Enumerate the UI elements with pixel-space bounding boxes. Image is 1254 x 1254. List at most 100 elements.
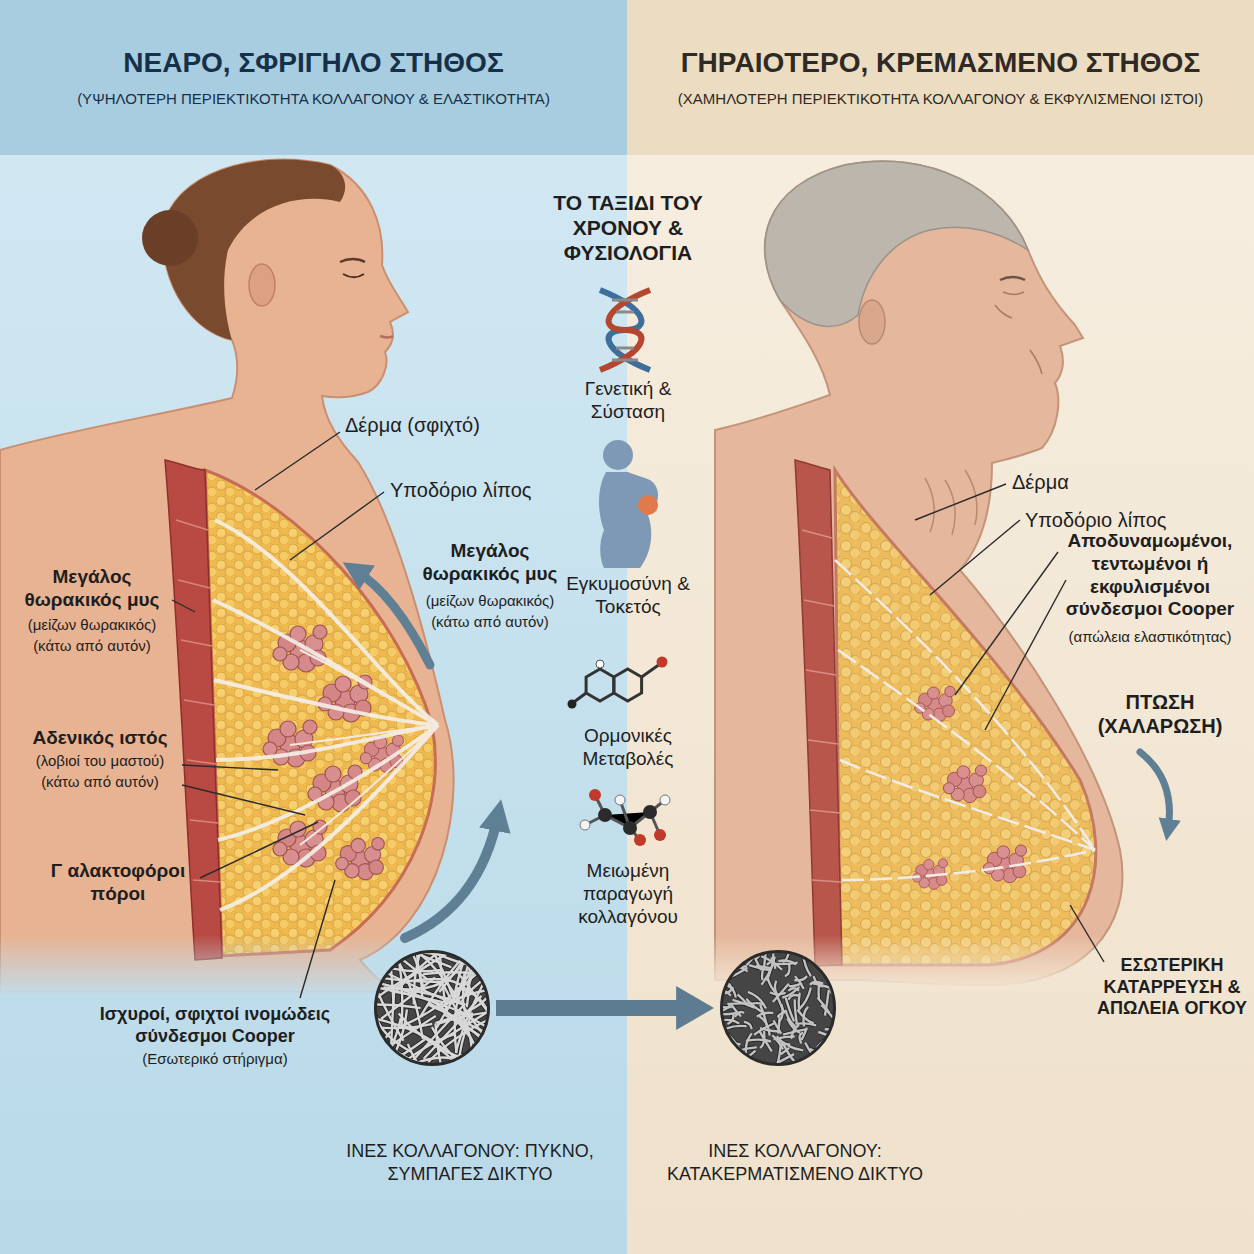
collagen-fiber: [728, 1015, 733, 1024]
older-cross-section: [627, 935, 1254, 990]
collagen-fiber: [412, 949, 494, 957]
collagen-fiber: [398, 1034, 455, 1066]
collagen-fiber: [350, 966, 427, 1019]
collagen-fiber: [815, 1055, 817, 1069]
collagen-fiber: [789, 1046, 803, 1050]
collagen-fiber: [778, 1011, 785, 1016]
older-cross-section: [627, 460, 1254, 990]
collagen-fiber: [756, 942, 771, 959]
collagen-fiber: [778, 1017, 779, 1032]
collagen-fiber: [798, 1010, 813, 1022]
collagen-fiber: [384, 1019, 401, 1066]
collagen-fiber: [823, 964, 836, 970]
factor-label: Γενετική & Σύσταση: [558, 378, 698, 424]
collagen-fiber: [436, 1025, 447, 1082]
collagen-fiber: [424, 997, 480, 1058]
part-label: Γ αλακτοφόροι πόροι: [38, 860, 198, 906]
collagen-fiber: [725, 983, 732, 988]
collagen-fiber: [725, 948, 735, 953]
collagen-fiber: [391, 947, 459, 991]
collagen-fiber: [760, 1017, 769, 1035]
collagen-fiber: [751, 1002, 762, 1005]
collagen-fiber: [451, 1007, 501, 1081]
collagen-fiber: [819, 1032, 835, 1039]
collagen-fiber: [347, 949, 444, 955]
collagen-fiber: [783, 954, 788, 961]
young-cross-section: [176, 520, 220, 882]
collagen-fiber: [727, 1026, 746, 1029]
collagen-fiber: [752, 952, 761, 969]
collagen-fiber: [789, 995, 799, 999]
collagen-fiber: [414, 908, 439, 1004]
collagen-fiber: [376, 1015, 411, 1051]
collagen-fiber: [715, 1004, 731, 1007]
collagen-fiber: [711, 964, 729, 975]
collagen-fiber: [774, 985, 788, 1002]
collagen-fiber: [429, 1015, 498, 1061]
collagen-fiber: [356, 983, 447, 1003]
collagen-fiber: [778, 1055, 793, 1063]
collagen-fiber: [404, 966, 460, 989]
collagen-fiber: [726, 1033, 740, 1050]
collagen-fiber: [818, 998, 829, 1012]
collagen-fiber: [729, 966, 745, 971]
collagen-fiber: [733, 1000, 753, 1007]
collagen-fiber: [720, 987, 730, 995]
collagen-fiber: [811, 1049, 827, 1058]
collagen-fiber: [735, 1012, 743, 1016]
collagen-fiber: [784, 1029, 806, 1034]
collagen-fiber: [455, 972, 465, 1052]
collagen-fiber: [462, 923, 484, 1002]
collagen-fiber: [762, 967, 763, 979]
collagen-fiber: [801, 947, 813, 961]
collagen-fiber: [444, 986, 489, 1072]
collagen-fiber: [429, 1005, 499, 1059]
factor-icons: [585, 795, 665, 840]
collagen-fiber: [399, 963, 423, 1038]
young-cross-section: [290, 650, 438, 845]
factor-icons: [599, 472, 658, 568]
older-cross-section: [915, 686, 956, 721]
part-note: (λοβιοί του μαστού): [5, 752, 195, 770]
collagen-fiber: [778, 1011, 785, 1016]
collagen-fiber: [459, 1013, 472, 1084]
part-note: (Εσωτερικό στήριγμα): [85, 1050, 345, 1068]
collagen-fiber: [362, 1016, 447, 1053]
part-note: (μείζων θωρακικός): [405, 592, 575, 610]
collagen-fiber: [742, 1051, 755, 1059]
collagen-fiber: [408, 1045, 449, 1087]
collagen-fiber: [825, 991, 828, 1014]
collagen-fiber: [718, 1038, 725, 1049]
collagen-fiber: [804, 1008, 808, 1026]
leader-lines: [182, 785, 305, 815]
panel-subtitle: (ΧΑΜΗΛΟΤΕΡΗ ΠΕΡΙΕΚΤΙΚΟΤΗΤΑ ΚΟΛΛΑΓΟΝΟΥ & …: [678, 90, 1203, 109]
collagen-fiber: [796, 977, 804, 988]
young-figure: [0, 160, 454, 992]
collagen-fiber: [378, 978, 440, 982]
collagen-fiber: [363, 1032, 390, 1077]
young-cross-section: [213, 520, 438, 910]
collagen-fiber: [390, 953, 394, 1008]
part-label: Αδενικός ιστός: [15, 727, 185, 750]
collagen-fiber: [454, 957, 511, 999]
collagen-fiber: [349, 1040, 424, 1077]
collagen-fiber: [456, 1012, 505, 1039]
collagen-fiber: [758, 1013, 772, 1016]
older-figure: [1000, 277, 1025, 280]
collagen-fiber: [749, 992, 765, 1007]
collagen-fiber: [755, 1024, 773, 1034]
collagen-fiber: [786, 999, 794, 1021]
motion-arrows: [355, 570, 430, 665]
collagen-fiber: [725, 983, 732, 988]
collagen-fiber: [349, 1040, 424, 1077]
young-figure: [249, 264, 275, 306]
collagen-fiber: [448, 1054, 500, 1058]
collagen-fiber: [736, 961, 738, 970]
collagen-fiber: [406, 979, 465, 988]
collagen-fiber: [352, 1034, 425, 1069]
young-cross-section: [165, 460, 222, 960]
collagen-fiber: [813, 984, 830, 988]
collagen-fiber: [369, 964, 450, 1002]
collagen-fiber: [747, 947, 758, 964]
collagen-fiber: [776, 1039, 783, 1045]
